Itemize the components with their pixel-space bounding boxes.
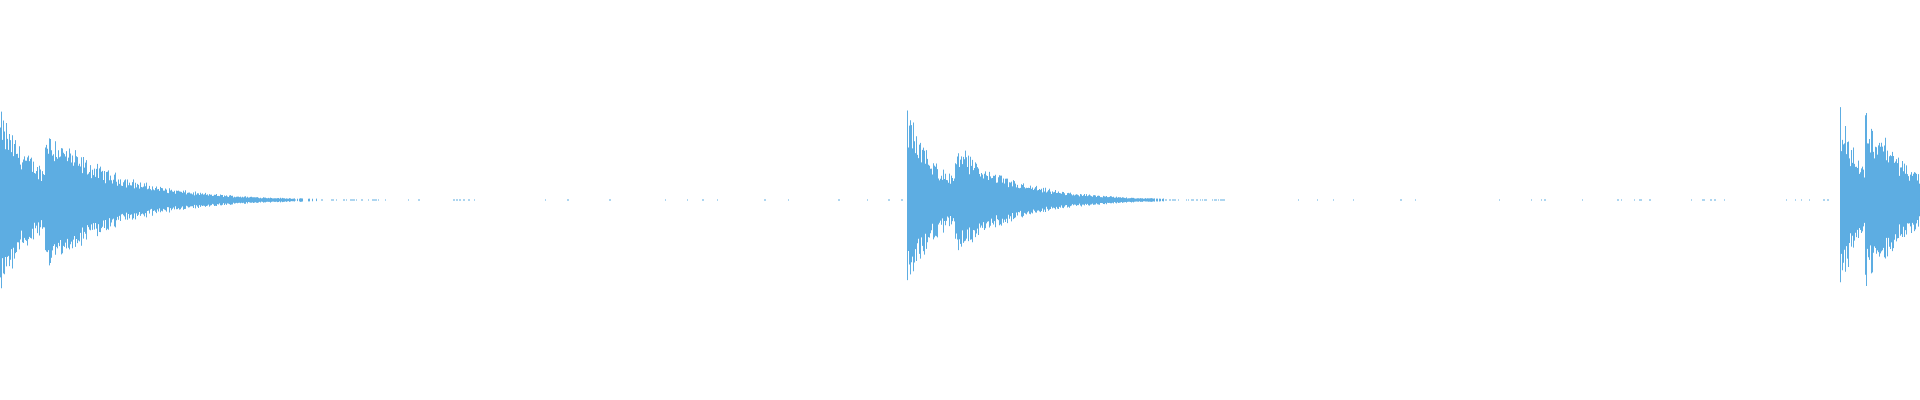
waveform-noise-dot xyxy=(343,199,344,201)
waveform-noise-dot xyxy=(1710,199,1712,201)
waveform-noise-dot xyxy=(838,199,840,201)
waveform-noise-dot xyxy=(1170,199,1171,201)
waveform-noise-dot xyxy=(362,199,363,201)
waveform-noise-dot xyxy=(888,199,890,201)
waveform-noise-dot xyxy=(1691,199,1692,201)
waveform-noise-dot xyxy=(1649,199,1651,201)
waveform-noise-dot xyxy=(1218,199,1219,201)
waveform-noise-dot xyxy=(1204,199,1205,201)
waveform-noise-dot xyxy=(385,199,386,201)
waveform-noise-dot xyxy=(1621,199,1622,201)
waveform-noise-dot xyxy=(464,199,465,201)
waveform-noise-dot xyxy=(1724,199,1725,201)
waveform-noise-dot xyxy=(665,199,666,201)
waveform-noise-dots xyxy=(295,199,1829,201)
waveform-noise-dot xyxy=(687,199,688,201)
waveform-noise-dot xyxy=(468,199,470,201)
waveform-noise-dot xyxy=(609,199,610,201)
waveform-noise-dot xyxy=(901,199,903,201)
waveform-noise-dot xyxy=(1186,199,1187,201)
waveform-noise-dot xyxy=(1634,199,1635,201)
waveform-noise-dot xyxy=(867,199,868,201)
waveform-noise-dot xyxy=(1196,199,1198,201)
waveform-noise-dot xyxy=(1165,199,1167,201)
waveform-noise-dot xyxy=(1216,199,1217,201)
waveform-noise-dot xyxy=(703,199,704,201)
waveform-noise-dot xyxy=(1212,199,1213,201)
waveform-noise-dot xyxy=(1224,199,1225,201)
waveform-noise-dot xyxy=(567,199,569,201)
waveform-noise-dot xyxy=(1541,199,1542,201)
waveform-noise-dot xyxy=(1639,199,1640,201)
waveform-noise-dot xyxy=(331,199,333,201)
waveform-noise-dot xyxy=(1202,199,1203,201)
waveform-noise-dot xyxy=(1298,199,1299,201)
waveform-noise-dot xyxy=(295,199,296,201)
waveform-noise-dot xyxy=(374,199,376,201)
waveform-noise-dot xyxy=(1809,199,1810,201)
waveform-noise-dot xyxy=(1214,199,1215,201)
waveform-noise-dot xyxy=(1582,199,1583,201)
waveform-noise-dot xyxy=(1400,199,1402,201)
waveform-noise-dot xyxy=(545,199,546,201)
waveform-peaks xyxy=(0,107,1920,289)
waveform-noise-dot xyxy=(333,199,334,201)
waveform-noise-dot xyxy=(453,199,455,201)
waveform-noise-dot xyxy=(1188,199,1189,201)
waveform-noise-dot xyxy=(356,199,357,201)
waveform-noise-dot xyxy=(321,199,323,201)
waveform-noise-dot xyxy=(1640,199,1642,201)
waveform-noise-dot xyxy=(459,199,460,201)
waveform-noise-dot xyxy=(1353,199,1354,201)
waveform-noise-dot xyxy=(1827,199,1829,201)
waveform-noise-dot xyxy=(764,199,766,201)
waveform-noise-dot xyxy=(378,199,379,201)
waveform-noise-dot xyxy=(456,199,458,201)
waveform-noise-dot xyxy=(1531,199,1532,201)
waveform-noise-dot xyxy=(1824,199,1825,201)
waveform-noise-dot xyxy=(1206,199,1207,201)
waveform-noise-dot xyxy=(1795,199,1796,201)
waveform-noise-dot xyxy=(1172,199,1174,201)
waveform-noise-dot xyxy=(1499,199,1500,201)
waveform-noise-dot xyxy=(372,199,373,201)
waveform-noise-dot xyxy=(1714,199,1716,201)
waveform-noise-dot xyxy=(1193,199,1194,201)
waveform-noise-dot xyxy=(1704,199,1705,201)
waveform-noise-dot xyxy=(1200,199,1201,201)
waveform-noise-dot xyxy=(463,199,464,201)
waveform-noise-dot xyxy=(1801,199,1802,201)
waveform-noise-dot xyxy=(1617,199,1619,201)
waveform-noise-dot xyxy=(1786,199,1787,201)
waveform-noise-dot xyxy=(368,199,369,201)
waveform-noise-dot xyxy=(344,199,345,201)
waveform-noise-dot xyxy=(336,199,337,201)
waveform-noise-dot xyxy=(1221,199,1223,201)
waveform-noise-dot xyxy=(353,199,355,201)
waveform-noise-dot xyxy=(373,199,374,201)
waveform-noise-dot xyxy=(1175,199,1176,201)
waveform-noise-dot xyxy=(1178,199,1179,201)
waveform-noise-dot xyxy=(350,199,352,201)
waveform-noise-dot xyxy=(1192,199,1193,201)
waveform-noise-dot xyxy=(610,199,611,201)
waveform-noise-dot xyxy=(788,199,789,201)
waveform-noise-dot xyxy=(717,199,718,201)
waveform-noise-dot xyxy=(418,199,420,201)
waveform-noise-dot xyxy=(1174,199,1175,201)
waveform-noise-dot xyxy=(1702,199,1704,201)
waveform-noise-dot xyxy=(408,199,409,201)
waveform-noise-dot xyxy=(1333,199,1334,201)
waveform-noise-dot xyxy=(1415,199,1416,201)
waveform-noise-dot xyxy=(376,199,377,201)
waveform-noise-dot xyxy=(1544,199,1546,201)
waveform-noise-dot xyxy=(474,199,475,201)
waveform-noise-dot xyxy=(346,199,347,201)
waveform-noise-dot xyxy=(702,199,703,201)
waveform-noise-dot xyxy=(1317,199,1318,201)
waveform-noise-dot xyxy=(460,199,461,201)
